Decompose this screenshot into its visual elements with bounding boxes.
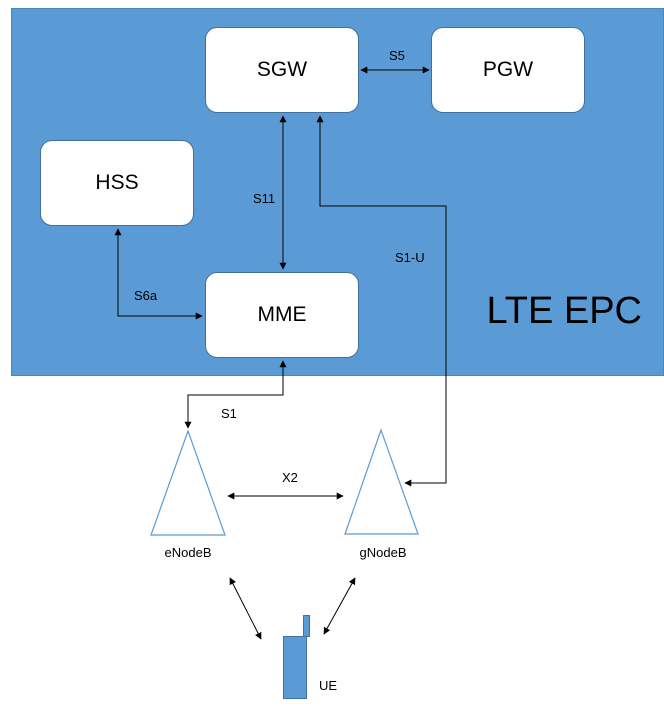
s6a-label: S6a	[134, 288, 158, 303]
ue-label: UE	[319, 678, 338, 693]
lte-epc-title: LTE EPC	[486, 290, 642, 332]
pgw-node: PGW	[431, 27, 585, 113]
gnodeb-label: gNodeB	[359, 545, 407, 560]
pgw-label: PGW	[482, 58, 534, 81]
s5-label: S5	[389, 48, 405, 63]
ue-antenna-icon	[303, 615, 310, 637]
hss-label: HSS	[95, 171, 139, 194]
enodeb-label: eNodeB	[164, 545, 212, 560]
s1u-link	[316, 115, 447, 487]
sgw-label: SGW	[256, 58, 308, 81]
gnodeb-ue-link	[323, 577, 356, 635]
ue-device-icon	[283, 636, 307, 699]
s1-label: S1	[221, 406, 237, 421]
hss-node: HSS	[40, 140, 194, 226]
enodeb-antenna-icon	[150, 429, 226, 536]
s6a-link	[114, 228, 203, 320]
s11-label: S11	[253, 191, 276, 206]
enodeb-ue-link	[229, 577, 262, 640]
mme-label: MME	[257, 303, 307, 326]
s1u-label: S1-U	[395, 250, 425, 265]
gnodeb-antenna-icon	[344, 428, 419, 535]
x2-label: X2	[282, 470, 298, 485]
sgw-node: SGW	[205, 27, 359, 113]
s1-link	[184, 360, 287, 429]
